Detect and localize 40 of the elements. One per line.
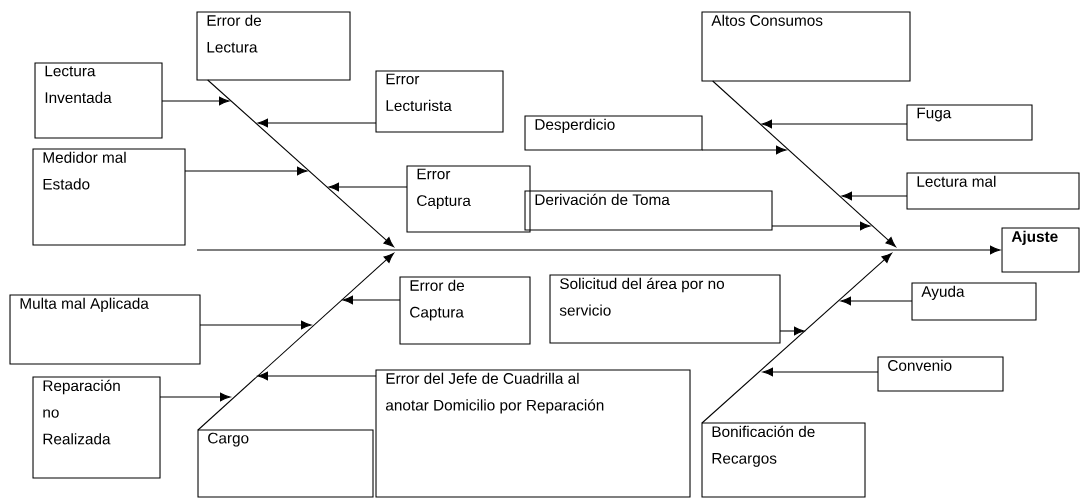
arrow [841, 191, 908, 201]
arrow [762, 367, 879, 377]
cause-box: Lectura Inventada [34, 62, 163, 139]
cause-box: Error Lecturista [375, 70, 504, 133]
arrow [771, 221, 871, 231]
spine-arrow [196, 245, 1001, 255]
cause-box: Fuga [906, 104, 1033, 141]
category-box: Altos Consumos [701, 11, 911, 82]
arrow [159, 392, 231, 402]
arrow [701, 145, 787, 155]
cause-box: Multa mal Aplicada [9, 294, 201, 365]
cause-box: Error de Captura [399, 276, 531, 345]
arrow [761, 119, 908, 129]
cause-box: Convenio [877, 356, 1004, 392]
effect-box: Ajuste [1001, 227, 1080, 273]
arrow [161, 96, 230, 106]
bone-arrow [701, 252, 892, 424]
bone-arrow [207, 79, 394, 248]
arrow [779, 326, 805, 336]
cause-box: Lectura mal [906, 172, 1080, 210]
bone-arrow [712, 80, 896, 248]
category-box: Bonificación de Recargos [701, 422, 866, 498]
cause-box: Error Captura [406, 165, 531, 233]
cause-box: Derivación de Toma [524, 190, 773, 231]
cause-box: Medidor mal Estado [32, 148, 186, 246]
arrow [184, 166, 308, 176]
cause-box: Ayuda [911, 282, 1037, 321]
category-box: Error de Lectura [196, 11, 351, 81]
cause-box: Reparación no Realizada [32, 376, 161, 479]
arrow [257, 118, 377, 128]
arrow [328, 182, 408, 192]
cause-box: Solicitud del área por no servicio [549, 274, 781, 344]
bone-arrow [197, 252, 394, 431]
arrow [342, 295, 401, 305]
category-box: Cargo [197, 429, 374, 498]
arrow [199, 320, 312, 330]
cause-box: Desperdicio [524, 115, 703, 151]
arrow [257, 371, 377, 381]
arrow [840, 296, 913, 306]
cause-box: Error del Jefe de Cuadrilla al anotar Domicilio por Reparación [375, 369, 691, 498]
